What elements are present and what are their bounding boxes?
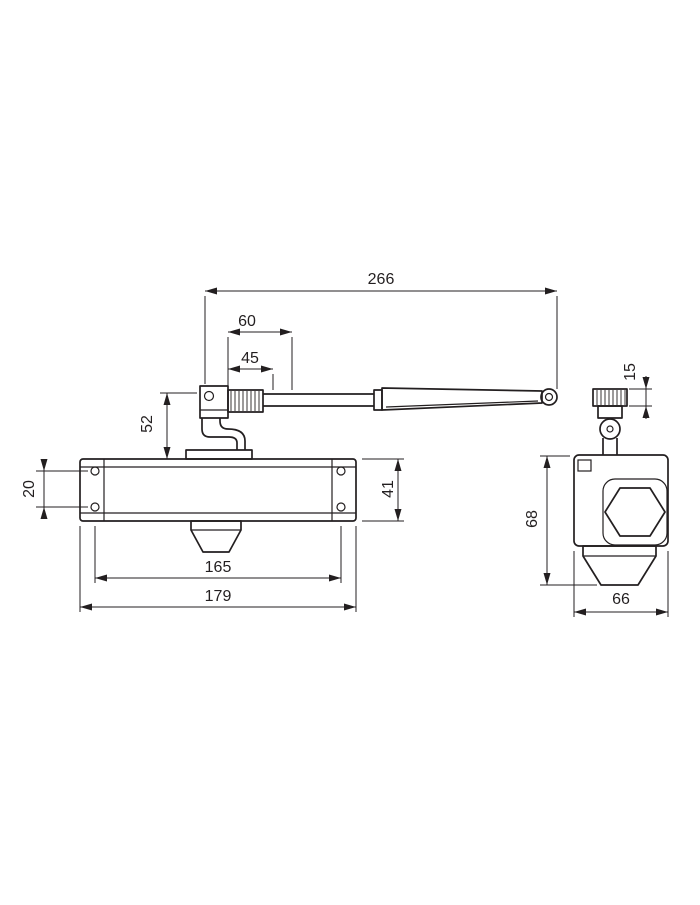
mount-hole-bottom-left (90, 502, 100, 512)
closer-side-view (573, 388, 669, 586)
arm-main-rod (263, 387, 558, 411)
mount-hole-top-left (90, 466, 100, 476)
dim-label-52: 52 (139, 415, 156, 433)
dim-label-266: 266 (368, 271, 395, 288)
arm-end-pivot (540, 388, 558, 406)
dim-label-60: 60 (238, 313, 256, 330)
pinion-foot-front (190, 520, 242, 553)
dim-label-165: 165 (205, 559, 232, 576)
dimension-labels: 266 60 45 15 52 20 41 68 165 179 66 (21, 271, 639, 608)
body-outline (79, 458, 357, 522)
closer-body-front-view (79, 458, 357, 553)
arm-forearm (381, 387, 543, 411)
valve-port (577, 459, 592, 472)
arm-end-side (592, 388, 628, 455)
dim-label-41: 41 (380, 480, 397, 498)
dim-label-66: 66 (612, 591, 630, 608)
pinion-boss (602, 478, 668, 546)
dim-label-45: 45 (241, 350, 259, 367)
pinion-mount-block (185, 449, 253, 460)
mount-hole-bottom-right (336, 502, 346, 512)
arm-shoe-plate (199, 385, 229, 419)
body-side-outline (573, 454, 669, 547)
dim-label-20: 20 (21, 480, 38, 498)
arm-link-front-view (185, 418, 253, 460)
arm-knurled-adjuster (227, 389, 264, 413)
mount-hole-top-right (336, 466, 346, 476)
dimension-lines (40, 287, 668, 616)
arm-joint (373, 389, 383, 411)
pinion-hex (604, 487, 666, 537)
dim-label-68: 68 (524, 510, 541, 528)
pinion-foot-side (582, 545, 657, 586)
arm-top-view (199, 385, 558, 419)
arm-shoe-hole (203, 390, 215, 402)
extension-lines (36, 296, 669, 617)
dim-label-179: 179 (205, 588, 232, 605)
dim-label-15: 15 (622, 363, 639, 381)
arm-pivot-side (599, 418, 621, 440)
